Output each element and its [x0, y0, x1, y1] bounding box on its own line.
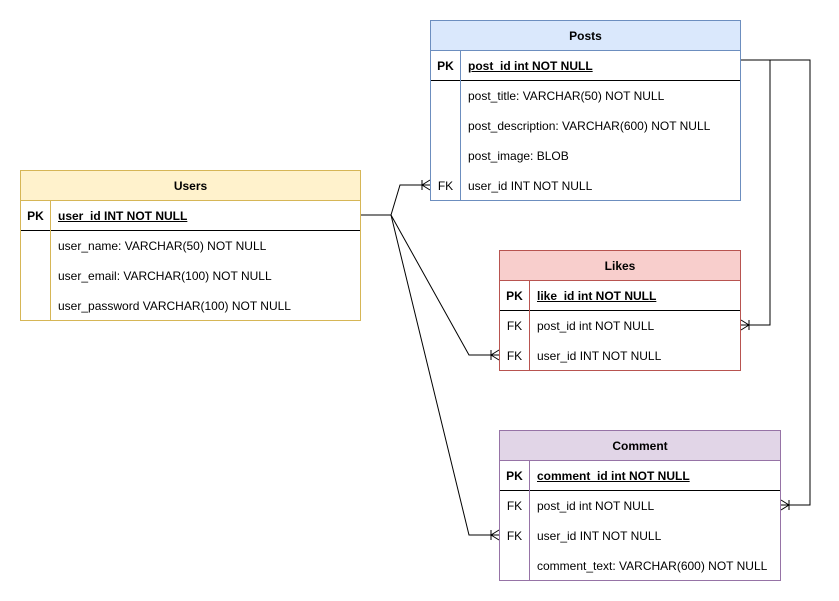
crowsfoot-marker [780, 499, 790, 511]
users-table[interactable]: Users PK user_id INT NOT NULL user_name:… [20, 170, 361, 321]
key-badge: PK [431, 51, 461, 81]
comment-table[interactable]: Comment PK comment_id int NOT NULL FK po… [499, 430, 781, 581]
edge-users-likes[interactable] [390, 214, 499, 356]
field-label: post_title: VARCHAR(50) NOT NULL [468, 89, 665, 103]
key-badge: PK [500, 461, 530, 491]
field-label: user_id INT NOT NULL [537, 529, 662, 543]
table-title: Posts [431, 21, 740, 51]
crowsfoot-marker [421, 179, 431, 191]
key-badge [431, 111, 461, 141]
key-badge [21, 291, 51, 321]
field-label: post_image: BLOB [468, 149, 569, 163]
table-row[interactable]: FK post_id int NOT NULL [500, 311, 740, 341]
crowsfoot-marker [490, 349, 500, 361]
likes-table[interactable]: Likes PK like_id int NOT NULL FK post_id… [499, 250, 741, 371]
key-badge: FK [500, 311, 530, 341]
field-label: user_email: VARCHAR(100) NOT NULL [58, 269, 272, 283]
field-label: user_id INT NOT NULL [58, 209, 188, 223]
table-row[interactable]: FK user_id INT NOT NULL [500, 521, 780, 551]
key-badge: FK [500, 521, 530, 551]
posts-table[interactable]: Posts PK post_id int NOT NULL post_title… [430, 20, 741, 201]
table-row[interactable]: post_image: BLOB [431, 141, 740, 171]
key-badge [431, 81, 461, 111]
table-row[interactable]: FK post_id int NOT NULL [500, 491, 780, 521]
key-badge: FK [500, 341, 530, 371]
table-row[interactable]: FK user_id INT NOT NULL [431, 171, 740, 201]
crowsfoot-marker [490, 529, 500, 541]
table-title: Likes [500, 251, 740, 281]
edge-posts-comment[interactable] [770, 59, 811, 506]
table-row[interactable]: user_password VARCHAR(100) NOT NULL [21, 291, 360, 321]
table-title: Users [21, 171, 360, 201]
key-badge [431, 141, 461, 171]
edge-users-posts[interactable] [361, 184, 430, 216]
edge-users-comment[interactable] [390, 214, 499, 536]
key-badge [21, 261, 51, 291]
crowsfoot-marker [740, 319, 750, 331]
field-label: post_id int NOT NULL [537, 499, 655, 513]
table-row[interactable]: post_description: VARCHAR(600) NOT NULL [431, 111, 740, 141]
field-label: user_name: VARCHAR(50) NOT NULL [58, 239, 267, 253]
field-label: post_description: VARCHAR(600) NOT NULL [468, 119, 711, 133]
table-row[interactable]: user_name: VARCHAR(50) NOT NULL [21, 231, 360, 261]
key-badge: FK [431, 171, 461, 201]
key-badge: PK [500, 281, 530, 311]
table-row[interactable]: PK user_id INT NOT NULL [21, 201, 360, 231]
field-label: like_id int NOT NULL [537, 289, 657, 303]
field-label: post_id int NOT NULL [537, 319, 655, 333]
table-row[interactable]: post_title: VARCHAR(50) NOT NULL [431, 81, 740, 111]
field-label: comment_text: VARCHAR(600) NOT NULL [537, 559, 768, 573]
table-row[interactable]: comment_text: VARCHAR(600) NOT NULL [500, 551, 780, 581]
key-badge [500, 551, 530, 581]
key-badge: FK [500, 491, 530, 521]
field-label: user_id INT NOT NULL [537, 349, 662, 363]
field-label: comment_id int NOT NULL [537, 469, 690, 483]
table-row[interactable]: PK like_id int NOT NULL [500, 281, 740, 311]
edge-posts-likes[interactable] [741, 59, 771, 326]
field-label: user_password VARCHAR(100) NOT NULL [58, 299, 291, 313]
table-row[interactable]: user_email: VARCHAR(100) NOT NULL [21, 261, 360, 291]
field-label: user_id INT NOT NULL [468, 179, 593, 193]
table-row[interactable]: PK comment_id int NOT NULL [500, 461, 780, 491]
key-badge: PK [21, 201, 51, 231]
field-label: post_id int NOT NULL [468, 59, 593, 73]
key-badge [21, 231, 51, 261]
table-row[interactable]: PK post_id int NOT NULL [431, 51, 740, 81]
table-row[interactable]: FK user_id INT NOT NULL [500, 341, 740, 371]
table-title: Comment [500, 431, 780, 461]
